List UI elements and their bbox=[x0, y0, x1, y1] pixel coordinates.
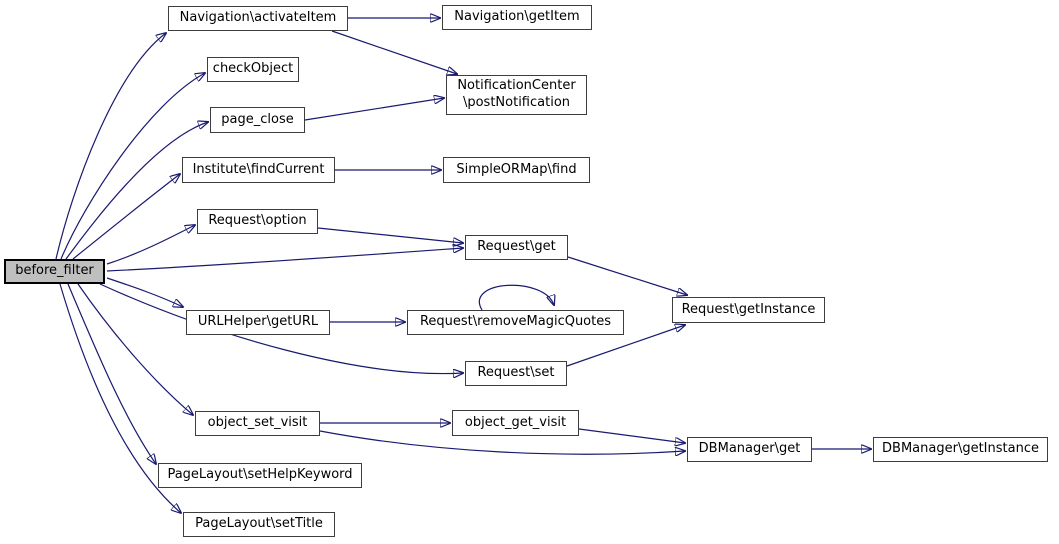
edge-before-filter-to-request-option bbox=[106, 225, 195, 265]
edge-object-get-visit-to-dbmanager-get bbox=[578, 428, 685, 443]
edge-before-filter-to-checkobject bbox=[60, 73, 205, 260]
node-request-getinstance[interactable]: Request\getInstance bbox=[672, 297, 825, 323]
edge-request-set-to-request-getinstance bbox=[566, 325, 685, 367]
edge-before-filter-to-pagelayout-settitle bbox=[59, 283, 181, 513]
node-request-option[interactable]: Request\option bbox=[197, 209, 318, 234]
node-dbmanager-get[interactable]: DBManager\get bbox=[687, 437, 812, 462]
edge-request-get-to-request-getinstance bbox=[567, 256, 687, 295]
node-label-line2: \postNotification bbox=[462, 95, 571, 110]
edge-request-removemagicquotes-self-loop bbox=[478, 284, 554, 311]
edge-before-filter-to-page-close bbox=[65, 122, 208, 260]
edge-before-filter-to-institute-findcurrent bbox=[72, 174, 180, 260]
node-request-set[interactable]: Request\set bbox=[465, 361, 567, 386]
node-object-set-visit[interactable]: object_set_visit bbox=[195, 411, 320, 436]
node-page-close[interactable]: page_close bbox=[210, 107, 305, 133]
edge-before-filter-to-urlhelper-geturl bbox=[106, 277, 183, 307]
node-navigation-getitem[interactable]: Navigation\getItem bbox=[442, 5, 592, 30]
node-urlhelper-geturl[interactable]: URLHelper\getURL bbox=[186, 310, 330, 335]
node-notificationcenter-postnotification[interactable]: NotificationCenter \postNotification bbox=[446, 75, 587, 115]
node-institute-findcurrent[interactable]: Institute\findCurrent bbox=[182, 157, 335, 183]
node-request-removemagicquotes[interactable]: Request\removeMagicQuotes bbox=[407, 310, 624, 335]
node-pagelayout-sethelpkeyword[interactable]: PageLayout\setHelpKeyword bbox=[158, 463, 362, 488]
edge-before-filter-to-navigation-activateitem bbox=[55, 33, 166, 260]
node-navigation-activateitem[interactable]: Navigation\activateItem bbox=[168, 6, 348, 31]
edge-before-filter-to-pagelayout-sethelpkeyword bbox=[67, 283, 156, 464]
edge-navigation-activateitem-to-notificationcenter-postnotification bbox=[331, 30, 457, 74]
edge-object-set-visit-to-dbmanager-get bbox=[319, 430, 685, 454]
edge-request-option-to-request-get bbox=[317, 227, 463, 243]
edge-before-filter-to-request-get bbox=[106, 248, 463, 272]
node-object-get-visit[interactable]: object_get_visit bbox=[452, 410, 579, 436]
edge-before-filter-to-object-set-visit bbox=[77, 283, 193, 415]
node-pagelayout-settitle[interactable]: PageLayout\setTitle bbox=[183, 512, 335, 537]
node-request-get[interactable]: Request\get bbox=[465, 235, 568, 260]
edge-before-filter-to-request-set bbox=[99, 283, 463, 374]
node-before-filter[interactable]: before_filter bbox=[4, 259, 105, 284]
edge-page-close-to-notificationcenter-postnotification bbox=[304, 98, 444, 121]
node-checkobject[interactable]: checkObject bbox=[207, 57, 299, 82]
node-dbmanager-getinstance[interactable]: DBManager\getInstance bbox=[873, 437, 1048, 462]
node-simpleormap-find[interactable]: SimpleORMap\find bbox=[443, 157, 590, 183]
node-label-line1: NotificationCenter bbox=[457, 78, 576, 94]
